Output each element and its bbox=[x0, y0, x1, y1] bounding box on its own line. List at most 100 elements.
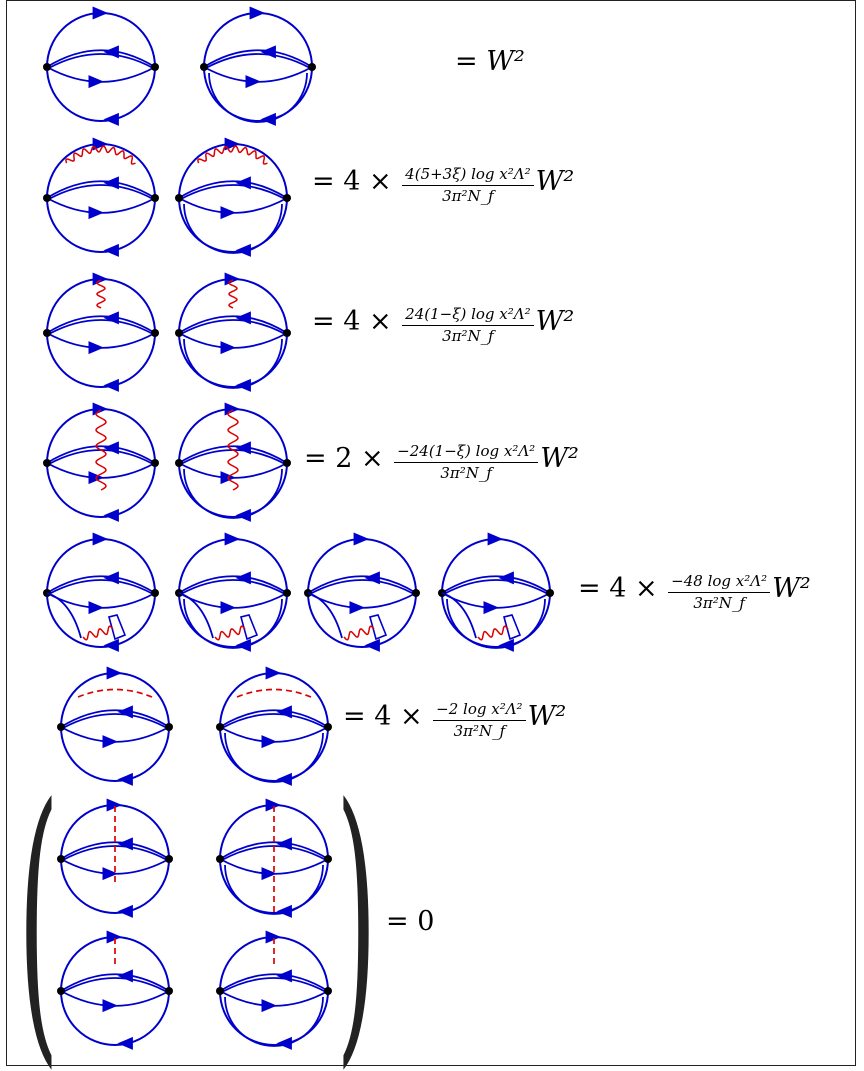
propagator bbox=[219, 726, 329, 743]
double-propagator bbox=[224, 996, 324, 1047]
arrow-top bbox=[224, 137, 240, 151]
right-parenthesis: ) bbox=[336, 745, 377, 1071]
arrow-top bbox=[92, 6, 108, 20]
arrow-inner bbox=[235, 441, 251, 455]
arrow-top bbox=[92, 272, 108, 286]
arrow-top bbox=[106, 666, 122, 680]
double-propagator bbox=[183, 468, 283, 519]
arrow-inner bbox=[103, 441, 119, 455]
double-propagator bbox=[441, 575, 551, 594]
propagator bbox=[46, 592, 156, 609]
arrow-bottom bbox=[260, 112, 276, 126]
double-propagator bbox=[60, 709, 170, 728]
vertex-left bbox=[200, 63, 208, 71]
arrow-inner bbox=[103, 176, 119, 190]
vertex-left bbox=[57, 723, 65, 731]
propagator bbox=[60, 990, 170, 1007]
arrow-bottom bbox=[117, 904, 133, 918]
denominator: 3π²N_f bbox=[453, 721, 506, 740]
arrow-top bbox=[106, 930, 122, 944]
double-propagator bbox=[221, 977, 327, 993]
arrow-inner bbox=[235, 311, 251, 325]
double-propagator bbox=[203, 49, 313, 68]
arrow-inner bbox=[117, 969, 133, 983]
double-propagator bbox=[224, 732, 324, 783]
figure-frame bbox=[6, 0, 856, 1066]
arrow-bottom bbox=[276, 904, 292, 918]
propagator bbox=[441, 592, 551, 609]
vertex-left bbox=[43, 459, 51, 467]
vertex-right bbox=[283, 459, 291, 467]
vertex-left bbox=[216, 987, 224, 995]
arrow-bottom bbox=[103, 638, 119, 652]
vertex-right bbox=[308, 63, 316, 71]
arrow-inner bbox=[276, 705, 292, 719]
double-propagator bbox=[208, 72, 308, 123]
double-propagator bbox=[183, 598, 283, 649]
double-propagator bbox=[240, 614, 259, 641]
arrow-lower bbox=[88, 341, 104, 355]
vertex-right bbox=[324, 855, 332, 863]
outer-propagator bbox=[46, 12, 156, 122]
arrow-lower bbox=[483, 601, 499, 615]
double-propagator bbox=[219, 709, 329, 728]
arrow-lower bbox=[88, 206, 104, 220]
vertex-left bbox=[216, 723, 224, 731]
arrow-bottom bbox=[364, 638, 380, 652]
arrow-lower bbox=[261, 735, 277, 749]
arrow-bottom bbox=[103, 378, 119, 392]
arrow-inner bbox=[103, 571, 119, 585]
double-propagator bbox=[62, 977, 168, 993]
arrow-lower bbox=[220, 341, 236, 355]
propagator bbox=[203, 66, 313, 83]
arrow-top bbox=[224, 272, 240, 286]
arrow-lower bbox=[220, 206, 236, 220]
double-propagator bbox=[46, 575, 156, 594]
arrow-inner bbox=[276, 969, 292, 983]
left-parenthesis: ( bbox=[18, 745, 59, 1071]
arrow-inner bbox=[364, 571, 380, 585]
vertex-left bbox=[43, 63, 51, 71]
arrow-bottom bbox=[117, 1036, 133, 1050]
vertex-right bbox=[165, 855, 173, 863]
arrow-bottom bbox=[117, 772, 133, 786]
vertex-right bbox=[412, 589, 420, 597]
photon-line bbox=[343, 625, 375, 641]
arrow-top bbox=[265, 798, 281, 812]
vertex-right bbox=[151, 63, 159, 71]
vertex-right bbox=[546, 589, 554, 597]
propagator bbox=[178, 197, 288, 214]
propagator bbox=[60, 726, 170, 743]
double-propagator bbox=[307, 575, 417, 594]
arrow-bottom bbox=[235, 638, 251, 652]
propagator bbox=[178, 592, 214, 639]
propagator bbox=[46, 592, 82, 639]
dashed-line bbox=[236, 688, 312, 698]
double-propagator bbox=[443, 579, 549, 595]
arrow-bottom bbox=[276, 772, 292, 786]
double-propagator bbox=[183, 338, 283, 389]
outer-propagator bbox=[46, 278, 156, 388]
double-propagator bbox=[221, 713, 327, 729]
arrow-inner bbox=[498, 571, 514, 585]
double-propagator bbox=[503, 614, 522, 641]
arrow-top bbox=[106, 798, 122, 812]
arrow-bottom bbox=[235, 508, 251, 522]
vertex-left bbox=[43, 329, 51, 337]
denominator: 3π²N_f bbox=[693, 593, 745, 612]
arrow-bottom bbox=[276, 1036, 292, 1050]
arrow-inner bbox=[276, 837, 292, 851]
double-propagator bbox=[178, 180, 288, 199]
double-propagator bbox=[46, 180, 156, 199]
double-propagator bbox=[60, 973, 170, 992]
vertex-right bbox=[283, 589, 291, 597]
photon-line bbox=[96, 279, 106, 309]
arrow-lower bbox=[220, 601, 236, 615]
double-propagator bbox=[48, 184, 154, 200]
denominator: 3π²N_f bbox=[442, 186, 494, 205]
